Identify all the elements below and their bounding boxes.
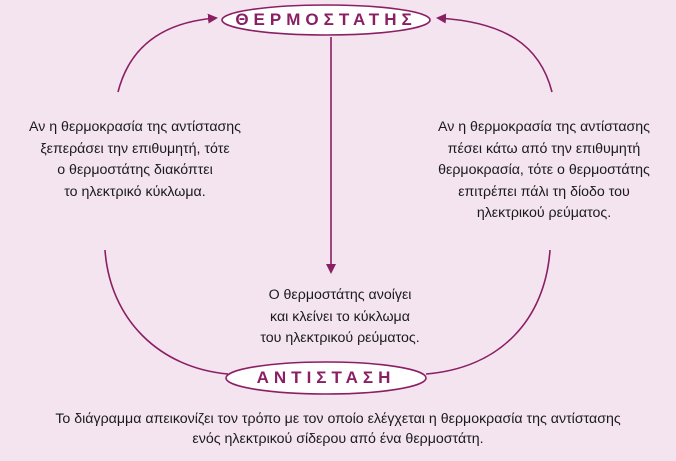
- right-to-thermostat-arrow: [436, 13, 553, 93]
- left-to-thermostat-arrow: [117, 13, 218, 93]
- diagram-caption: Το διάγραμμα απεικονίζει τον τρόπο με το…: [55, 411, 621, 447]
- left-cycle-curve: [104, 249, 229, 375]
- resistance-ellipse: [225, 361, 427, 395]
- thermostat-ellipse: [221, 4, 431, 36]
- center-explanation-text: Ο θερμοστάτης ανοίγει και κλείνει το κύκ…: [260, 287, 420, 346]
- right-explanation-text: Αν η θερμοκρασία της αντίστασης πέσει κά…: [437, 119, 650, 221]
- left-explanation-text: Αν η θερμοκρασία της αντίστασης ξεπεράσε…: [28, 119, 241, 200]
- resistance-node-label: ΑΝΤΙΣΤΑΣΗ: [256, 368, 396, 387]
- right-cycle-curve: [425, 249, 551, 375]
- thermostat-node-label: ΘΕΡΜΟΣΤΑΤΗΣ: [235, 10, 417, 29]
